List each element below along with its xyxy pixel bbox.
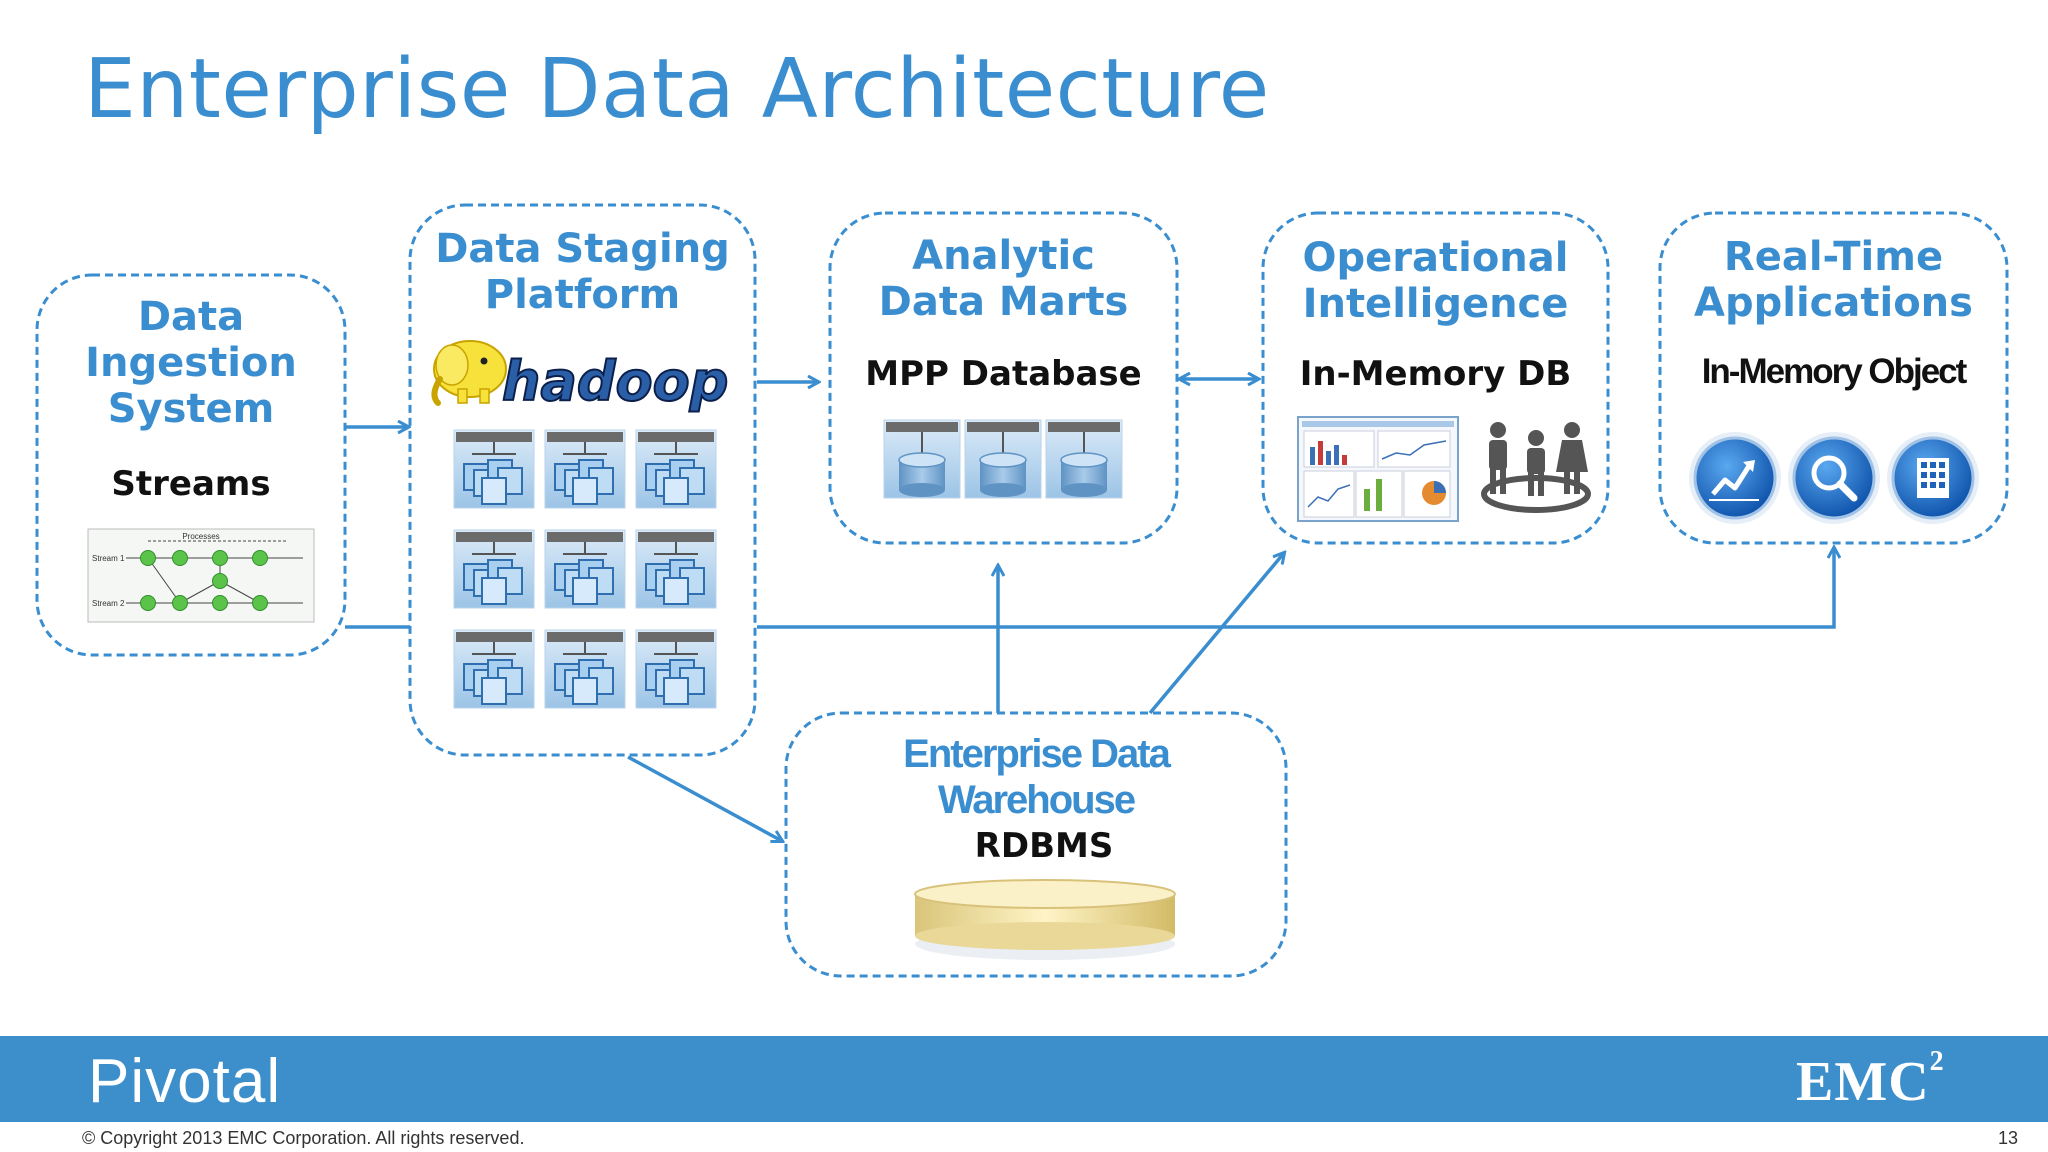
page-number: 13 [1997, 1128, 2018, 1148]
emc-logo: EMC2 [1796, 1046, 1945, 1114]
warehouse-title: Enterprise Data Warehouse [786, 731, 1286, 823]
marts-sub: MPP Database [865, 354, 1142, 394]
footer-bar [0, 1036, 2048, 1122]
marts-title-line: Analytic [912, 233, 1095, 279]
copyright-text: © Copyright 2013 EMC Corporation. All ri… [82, 1128, 525, 1148]
database-cylinder-icon [914, 879, 1176, 960]
staging-title-line: Data Staging [435, 226, 730, 272]
mpp-database-nodes [883, 419, 1123, 499]
server-cluster-icon [453, 429, 535, 509]
stream-diagram: Processes Stream 1 Stream 2 [87, 528, 315, 623]
dashboard-icon [1297, 416, 1459, 522]
building-circle-icon [1887, 432, 1979, 524]
arrow-warehouse-to-operational [1148, 553, 1284, 715]
server-cluster-icon [453, 529, 535, 609]
bus-to-realtime [757, 548, 1834, 629]
arrow-staging-to-warehouse [627, 755, 782, 841]
realtime-sub: In-Memory Object [1701, 352, 1968, 391]
marts-title: Analytic Data Marts [830, 233, 1177, 325]
database-cylinder-icon [1045, 419, 1123, 499]
ingestion-title-line: Data [137, 294, 245, 340]
operational-title-line: Operational [1302, 235, 1569, 281]
stream-processes-label: Processes [182, 532, 219, 541]
server-cluster-icon [544, 529, 626, 609]
server-cluster-icon [635, 629, 717, 709]
marts-title-line: Data Marts [878, 279, 1129, 325]
staging-title: Data Staging Platform [410, 226, 755, 318]
operational-title-line: Intelligence [1302, 281, 1569, 327]
search-circle-icon [1788, 432, 1880, 524]
ingestion-title-line: System [107, 386, 275, 432]
hadoop-logo-text: hadoop [502, 350, 728, 413]
ingestion-sub: Streams [111, 464, 271, 504]
emc-logo-text: EMC [1796, 1051, 1930, 1113]
warehouse-title-line: Warehouse [937, 778, 1136, 822]
staging-title-line: Platform [484, 272, 681, 318]
stream2-label: Stream 2 [92, 599, 125, 608]
server-cluster-icon [544, 629, 626, 709]
chart-circle-icon [1689, 432, 1781, 524]
database-cylinder-icon [964, 419, 1042, 499]
ingestion-title: Data Ingestion System [37, 294, 345, 432]
people-icon [1481, 422, 1591, 513]
operational-sub: In-Memory DB [1299, 354, 1572, 394]
realtime-title-line: Applications [1694, 280, 1973, 326]
emc-logo-sup: 2 [1929, 1046, 1945, 1077]
page-title: Enterprise Data Architecture [84, 42, 1270, 137]
server-cluster-icon [544, 429, 626, 509]
server-cluster-icon [635, 529, 717, 609]
hadoop-elephant-icon [431, 340, 507, 406]
server-cluster-icon [635, 429, 717, 509]
warehouse-title-line: Enterprise Data [903, 732, 1171, 776]
database-cylinder-icon [883, 419, 961, 499]
pivotal-logo: Pivotal [88, 1047, 282, 1116]
warehouse-sub: RDBMS [974, 826, 1114, 866]
ingestion-title-line: Ingestion [85, 340, 297, 386]
realtime-title: Real-Time Applications [1660, 234, 2007, 326]
server-cluster-icon [453, 629, 535, 709]
server-cluster-grid [453, 429, 717, 709]
operational-title: Operational Intelligence [1263, 235, 1608, 327]
stream1-label: Stream 1 [92, 554, 125, 563]
realtime-title-line: Real-Time [1723, 234, 1944, 280]
